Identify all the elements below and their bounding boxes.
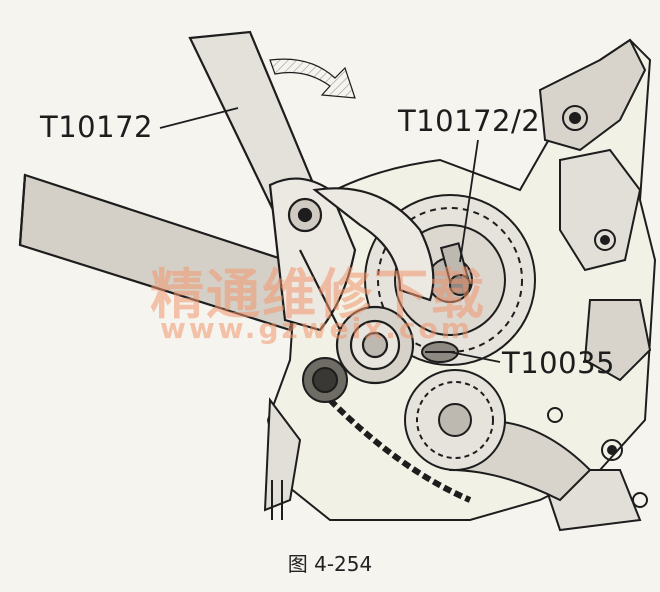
adapter-pin [439,242,471,296]
label-t10172-2: T10172/2 [398,104,541,138]
sprocket-bolt [302,357,348,403]
leader-lines [159,107,501,363]
watermark-text: 精通维修下载 [150,262,486,326]
leader-t10035 [449,351,501,363]
label-t10035: T10035 [502,346,615,380]
watermark-url: www.gzweix.com [160,312,473,345]
figure-caption: 图 4-254 [287,552,373,576]
counterhold-tool-head [268,177,435,385]
crank-sprocket [327,369,506,503]
leader-t10172 [159,107,239,129]
engine-tool-illustration [18,30,657,532]
leader-t10172-2 [459,139,479,263]
locating-pin [421,341,459,363]
label-t10172: T10172 [40,110,153,144]
rotation-arrow-icon [269,58,356,99]
